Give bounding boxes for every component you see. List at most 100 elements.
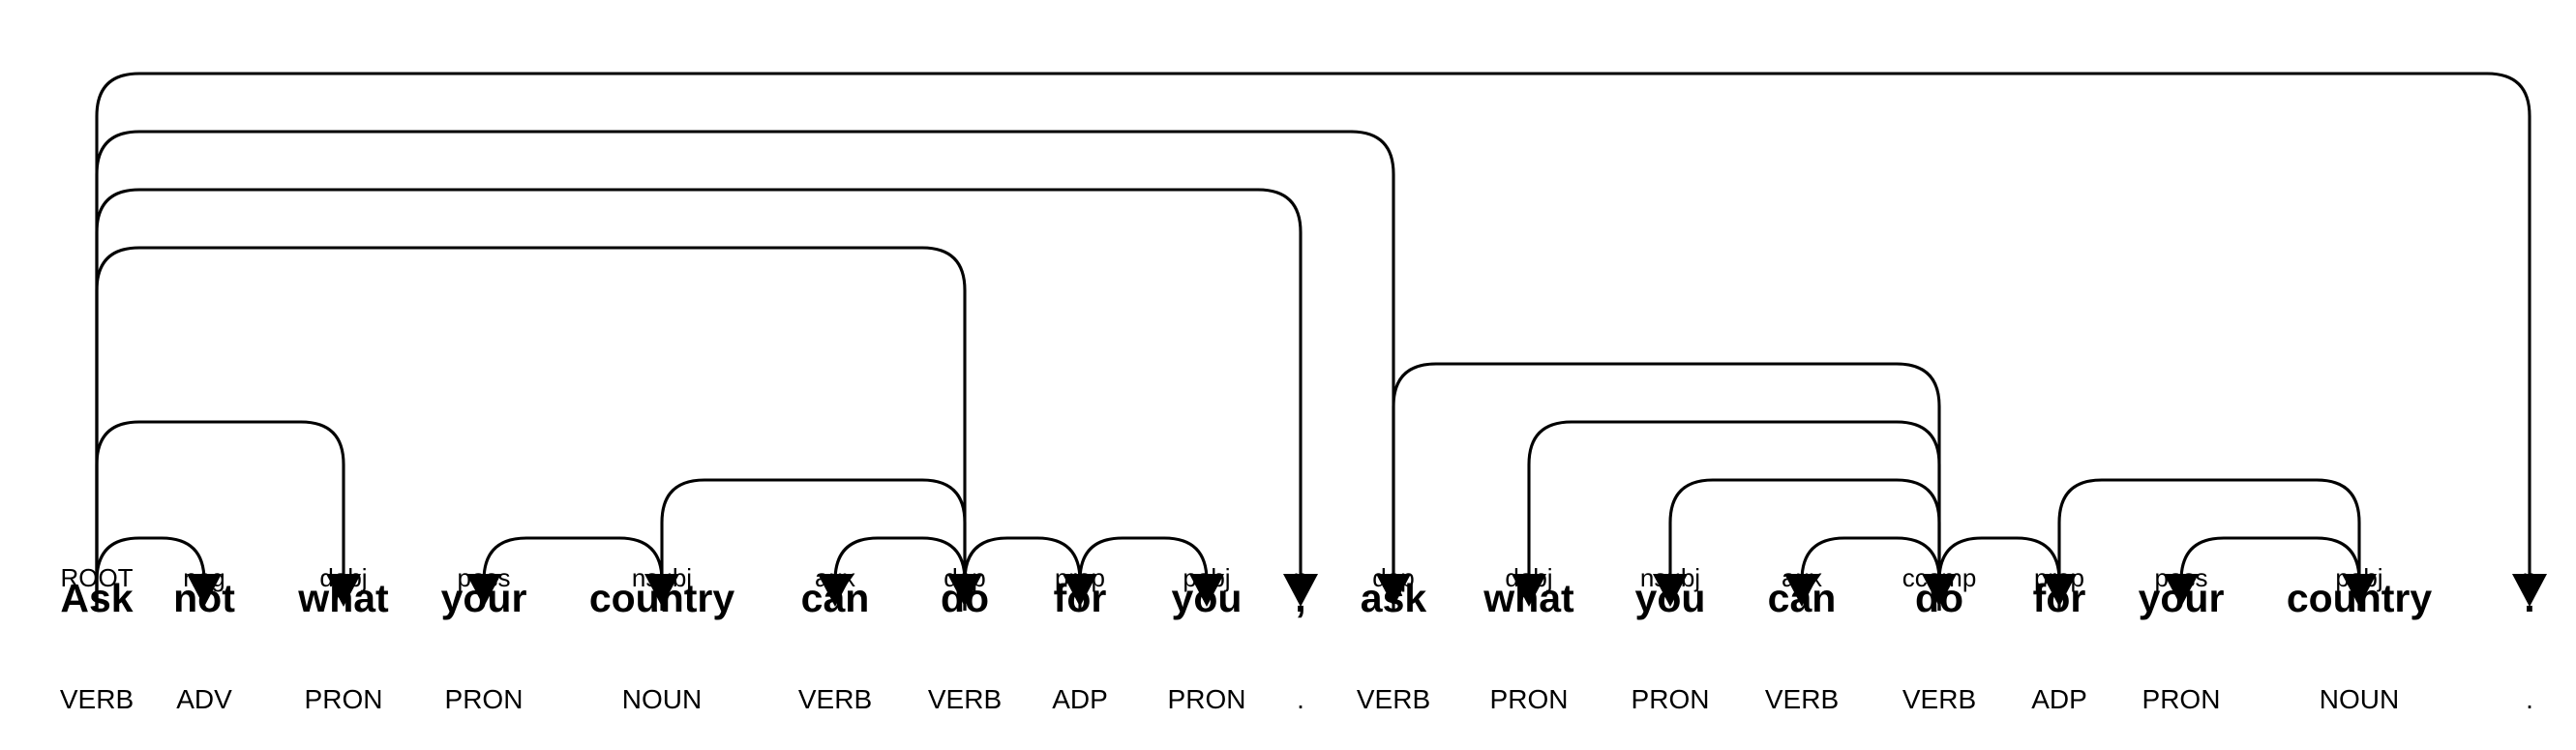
token-pos-tag: VERB (797, 684, 873, 714)
token-word: for (1053, 576, 1107, 620)
dep-label-5: aux (815, 563, 855, 592)
dep-arrowhead (326, 574, 361, 607)
dep-label-12: nsubj (1639, 563, 1701, 592)
dep-arc-dep (95, 246, 967, 611)
token-word: you (1171, 576, 1243, 620)
token-word: for (2032, 576, 2086, 620)
dep-label-1: neg (183, 563, 225, 592)
token-word: . (2524, 576, 2535, 620)
dep-arc-pobj (2057, 478, 2361, 611)
dep-arc-nsubj (660, 478, 967, 611)
token-word: you (1634, 576, 1706, 620)
dep-arrowhead (644, 574, 679, 607)
dep-label-10: dep (1372, 563, 1415, 592)
dep-arc-pobj (1078, 536, 1209, 611)
token-pos-tag: PRON (304, 684, 383, 714)
dep-arc-prep (963, 536, 1082, 611)
token-pos-tag: ADV (176, 684, 232, 714)
token-pos-tag: . (2526, 684, 2533, 714)
token-pos-tag: VERB (1764, 684, 1840, 714)
dep-arc-root (95, 72, 2531, 611)
dep-arrowhead (1653, 574, 1688, 607)
token-18[interactable]: .. (2524, 579, 2534, 713)
dep-label-7: prep (1054, 563, 1106, 592)
token-word: country (2286, 576, 2433, 620)
token-pos-tag: PRON (1489, 684, 1569, 714)
dep-label-16: poss (2154, 563, 2208, 592)
token-word: what (298, 576, 389, 620)
dep-arc-dobj (95, 420, 345, 611)
token-word: , (1295, 576, 1306, 620)
dep-arc-poss (482, 536, 664, 611)
dep-arc-p (95, 188, 1303, 611)
dep-label-15: prep (2033, 563, 2085, 592)
dep-arc-aux (833, 536, 967, 611)
dep-label-4: nsubj (631, 563, 693, 592)
token-word: your (440, 576, 527, 620)
dep-arc-aux (1800, 536, 1941, 611)
token-pos-tag: PRON (1167, 684, 1246, 714)
dep-arc-nsubj (1668, 478, 1941, 611)
dep-arrowhead (818, 574, 853, 607)
dep-label-9: p (1293, 563, 1308, 592)
dep-arc-dep (95, 130, 1395, 611)
token-word: can (1767, 576, 1837, 620)
token-word: can (800, 576, 870, 620)
token-word: Ask (60, 576, 134, 620)
token-word: your (2138, 576, 2225, 620)
token-word: not (173, 576, 235, 620)
token-pos-tag: NOUN (621, 684, 703, 714)
token-pos-tag: NOUN (2319, 684, 2400, 714)
dep-arrowhead (2164, 574, 2199, 607)
dep-label-0: ROOT (60, 563, 134, 592)
dep-label-6: dep (944, 563, 986, 592)
dep-arc-prep (1937, 536, 2061, 611)
dep-arc-poss (2179, 536, 2361, 611)
token-pos-tag: . (1297, 684, 1304, 714)
dep-arc-neg (95, 536, 206, 611)
dep-arrowhead (466, 574, 501, 607)
token-pos-tag: PRON (1631, 684, 1710, 714)
token-pos-tag: PRON (444, 684, 524, 714)
token-word: ask (1360, 576, 1427, 620)
token-pos-tag: PRON (2142, 684, 2221, 714)
dep-arc-ccomp (1392, 362, 1941, 611)
token-word: what (1483, 576, 1574, 620)
dep-label-13: aux (1782, 563, 1822, 592)
dep-label-17: pobj (2335, 563, 2383, 592)
token-pos-tag: VERB (927, 684, 1003, 714)
dep-arrowhead (1189, 574, 1224, 607)
token-9[interactable]: ,. (1295, 579, 1305, 713)
dep-arrowhead (2342, 574, 2377, 607)
token-pos-tag: VERB (59, 684, 135, 714)
dep-label-3: poss (457, 563, 511, 592)
dep-arrowhead (1283, 574, 1318, 607)
dep-label-14: ccomp (1902, 563, 1977, 592)
token-word: do (940, 576, 990, 620)
token-word: country (588, 576, 735, 620)
dep-arrowhead (1784, 574, 1819, 607)
dep-arrowhead (187, 574, 222, 607)
dep-label-2: dobj (319, 563, 368, 592)
dep-arrowhead (1512, 574, 1546, 607)
dep-arc-dobj (1527, 420, 1941, 611)
